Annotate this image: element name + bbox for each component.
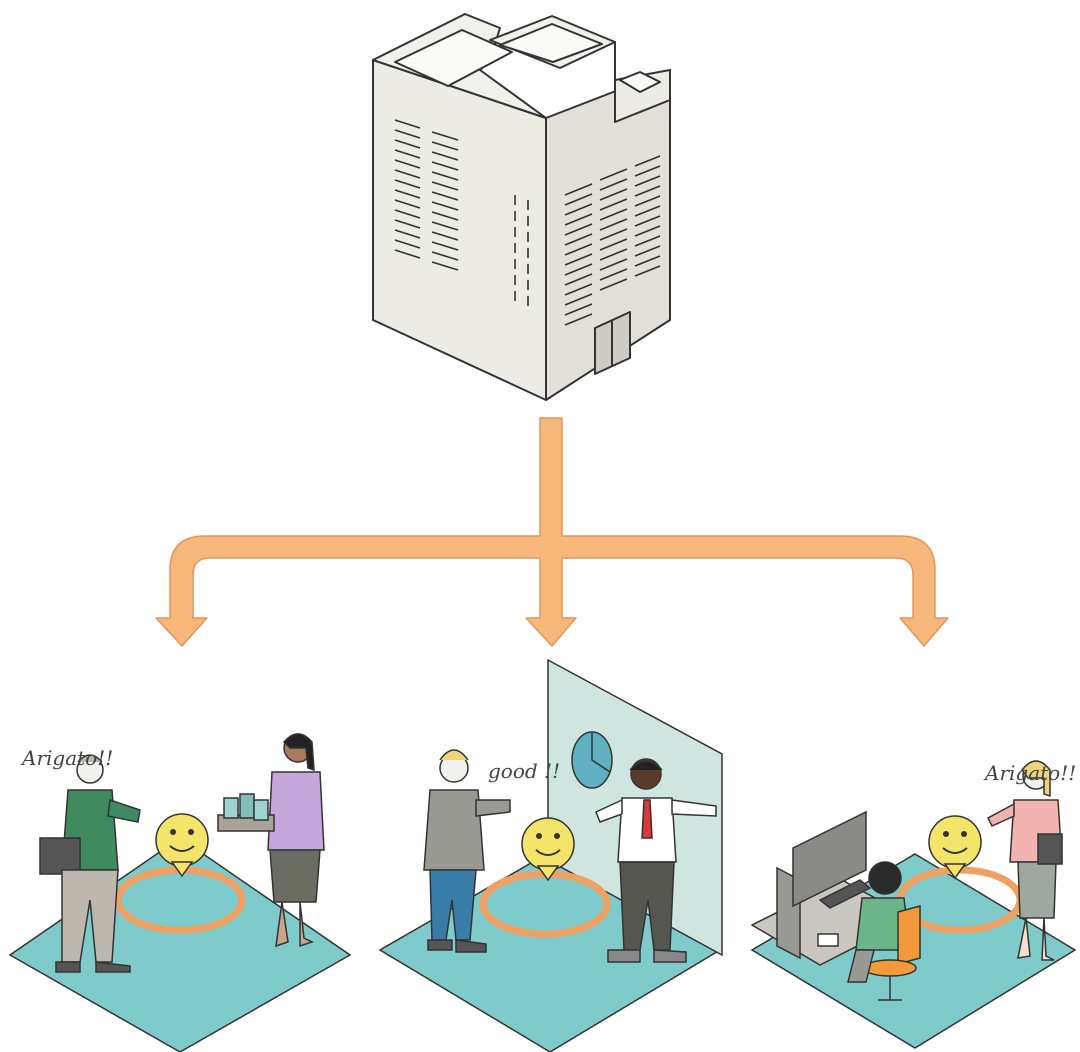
- scene-right: Arigato!!: [750, 760, 1077, 1049]
- scene-left: Arigato!!: [8, 733, 352, 1052]
- office-building-icon: [372, 13, 671, 401]
- smiley-handshake-icon: [521, 817, 575, 882]
- speech-left: Arigato!!: [20, 746, 113, 770]
- smiley-handshake-icon: [155, 813, 209, 878]
- man-white-shirt-red-tie: [595, 758, 717, 963]
- orange-branch-arrow: [155, 417, 949, 647]
- smiley-handshake-icon: [928, 815, 982, 880]
- speech-center: good !!: [488, 759, 560, 783]
- man-green-sweater: [39, 754, 141, 973]
- woman-purple-top-with-tray: [217, 733, 325, 948]
- scene-center: good !!: [378, 658, 723, 1052]
- blond-man-grey-suit: [423, 749, 511, 953]
- speech-right: Arigato!!: [983, 761, 1076, 785]
- person-at-desk-green-shirt: [847, 861, 921, 1001]
- pie-chart-icon: [571, 731, 613, 789]
- blonde-woman-pink-cardigan: [987, 760, 1063, 961]
